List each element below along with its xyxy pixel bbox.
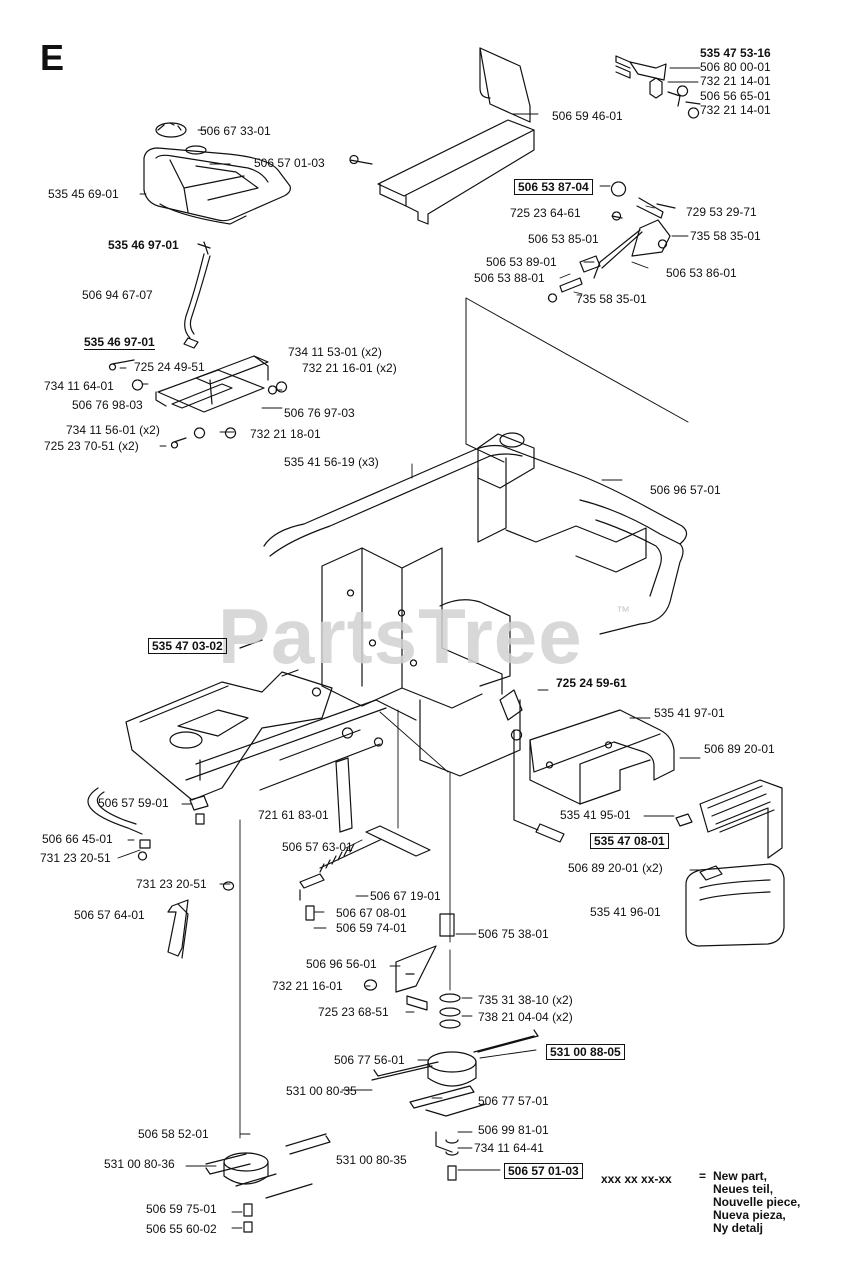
pulley-and-blades-illustration — [371, 993, 539, 1181]
part-label[interactable]: 535 41 96-01 — [590, 905, 661, 919]
leader-lines-top — [139, 67, 701, 295]
bracket-hardware-illustration — [615, 55, 701, 119]
part-label[interactable]: 506 57 63-01 — [282, 840, 353, 854]
part-label[interactable]: 732 21 16-01 (x2) — [302, 361, 397, 375]
legend-line: Nueva pieza, — [713, 1208, 786, 1222]
part-label[interactable]: 535 41 97-01 — [654, 706, 725, 720]
leader-lines-misc — [117, 367, 701, 1229]
part-label[interactable]: 732 21 14-01 — [700, 74, 771, 88]
part-label[interactable]: 535 47 03-02 — [148, 638, 227, 654]
part-label[interactable]: 506 77 57-01 — [478, 1094, 549, 1108]
legend-line: Nouvelle piece, — [713, 1195, 801, 1209]
part-label[interactable]: 506 53 86-01 — [666, 266, 737, 280]
legend-lines: New part, Neues teil, Nouvelle piece, Nu… — [713, 1170, 800, 1235]
grille-illustration — [675, 779, 785, 947]
part-label[interactable]: 729 53 29-71 — [686, 205, 757, 219]
part-label[interactable]: 721 61 83-01 — [258, 808, 329, 822]
part-label[interactable]: 506 99 81-01 — [478, 1123, 549, 1137]
seat-plate-illustration — [349, 47, 535, 225]
part-label[interactable]: 535 45 69-01 — [48, 187, 119, 201]
part-label[interactable]: 506 53 88-01 — [474, 271, 545, 285]
part-label[interactable]: 734 11 64-41 — [474, 1141, 544, 1155]
part-label[interactable]: 506 53 89-01 — [486, 255, 557, 269]
part-label[interactable]: 506 59 46-01 — [552, 109, 623, 123]
part-label[interactable]: 506 89 20-01 (x2) — [568, 861, 663, 875]
watermark-trademark: ™ — [616, 603, 630, 619]
part-label[interactable]: 531 00 80-35 — [336, 1153, 407, 1167]
fuel-line-illustration — [183, 241, 211, 349]
axis-leader-lines — [239, 709, 451, 1139]
part-label[interactable]: 735 58 35-01 — [576, 292, 647, 306]
part-label[interactable]: 731 23 20-51 — [136, 877, 207, 891]
legend-line: Neues teil, — [713, 1182, 774, 1196]
part-label[interactable]: 535 46 97-01 — [108, 238, 179, 252]
part-label[interactable]: 506 77 56-01 — [334, 1053, 405, 1067]
part-label[interactable]: 734 11 53-01 (x2) — [288, 345, 382, 359]
legend-code: xxx xx xx-xx — [601, 1172, 672, 1186]
reference-plane — [465, 297, 689, 463]
part-label[interactable]: 506 53 85-01 — [528, 232, 599, 246]
part-label[interactable]: 506 56 65-01 — [700, 89, 771, 103]
fuel-tank-illustration — [143, 122, 291, 225]
part-label[interactable]: 506 96 56-01 — [306, 957, 377, 971]
part-label[interactable]: 506 76 98-03 — [72, 398, 143, 412]
part-label[interactable]: 506 57 64-01 — [74, 908, 145, 922]
part-label[interactable]: 506 76 97-03 — [284, 406, 355, 420]
part-label[interactable]: 506 59 74-01 — [336, 921, 407, 935]
part-label[interactable]: 506 80 00-01 — [700, 60, 771, 74]
rod-illustration — [513, 729, 565, 843]
tunnel-brackets-illustration — [108, 355, 288, 449]
left-pulley-illustration — [205, 1133, 331, 1233]
part-label[interactable]: 506 57 01-03 — [504, 1163, 583, 1179]
legend-line: New part, — [713, 1169, 768, 1183]
part-label[interactable]: 735 31 38-10 (x2) — [478, 993, 573, 1007]
part-label[interactable]: 535 47 08-01 — [590, 833, 669, 849]
part-label[interactable]: 725 23 64-61 — [510, 206, 581, 220]
part-label[interactable]: 506 67 33-01 — [200, 124, 271, 138]
part-label[interactable]: 732 21 16-01 — [272, 979, 343, 993]
part-label[interactable]: 506 55 60-02 — [146, 1222, 217, 1236]
part-label[interactable]: 735 58 35-01 — [690, 229, 761, 243]
part-label[interactable]: 506 89 20-01 — [704, 742, 775, 756]
part-label[interactable]: 506 94 67-07 — [82, 288, 153, 302]
part-label[interactable]: 725 23 68-51 — [318, 1005, 389, 1019]
cover-hood-illustration — [529, 709, 675, 805]
part-label[interactable]: 506 58 52-01 — [138, 1127, 209, 1141]
part-label[interactable]: 506 67 08-01 — [336, 906, 407, 920]
part-label[interactable]: 535 41 56-19 (x3) — [284, 455, 379, 469]
part-label[interactable]: 734 11 56-01 (x2) — [66, 423, 160, 437]
watermark: PartsTree — [218, 592, 583, 680]
part-label[interactable]: 535 41 95-01 — [560, 808, 631, 822]
spring-and-brackets-illustration — [299, 757, 455, 1011]
frame-illustration — [125, 432, 688, 801]
section-letter: E — [40, 37, 65, 78]
part-label[interactable]: 725 24 49-51 — [134, 360, 205, 374]
part-label[interactable]: 535 47 53-16 — [700, 46, 771, 60]
part-label[interactable]: 506 57 59-01 — [98, 796, 169, 810]
left-parts-illustration — [87, 787, 235, 959]
part-label[interactable]: 738 21 04-04 (x2) — [478, 1010, 573, 1024]
part-label[interactable]: 535 46 97-01 — [84, 335, 155, 350]
part-label[interactable]: 506 75 38-01 — [478, 927, 549, 941]
part-label[interactable]: 506 59 75-01 — [146, 1202, 217, 1216]
part-label[interactable]: 734 11 64-01 — [44, 379, 114, 393]
part-label[interactable]: 531 00 80-35 — [286, 1084, 357, 1098]
part-label[interactable]: 506 96 57-01 — [650, 483, 721, 497]
part-label[interactable]: 506 67 19-01 — [370, 889, 441, 903]
part-label[interactable]: 531 00 88-05 — [546, 1044, 625, 1060]
part-label[interactable]: 731 23 20-51 — [40, 851, 111, 865]
legend-line: Ny detalj — [713, 1221, 764, 1235]
part-label[interactable]: 506 66 45-01 — [42, 832, 113, 846]
part-label[interactable]: 732 21 18-01 — [250, 427, 321, 441]
part-label[interactable]: 506 57 01-03 — [254, 156, 325, 170]
part-label[interactable]: 725 23 70-51 (x2) — [44, 439, 139, 453]
part-label[interactable]: 531 00 80-36 — [104, 1157, 175, 1171]
legend-equals: = — [699, 1169, 707, 1183]
part-label[interactable]: 725 24 59-61 — [556, 676, 627, 690]
part-label[interactable]: 732 21 14-01 — [700, 103, 771, 117]
part-label[interactable]: 506 53 87-04 — [514, 179, 593, 195]
throttle-linkage-illustration — [547, 181, 676, 303]
